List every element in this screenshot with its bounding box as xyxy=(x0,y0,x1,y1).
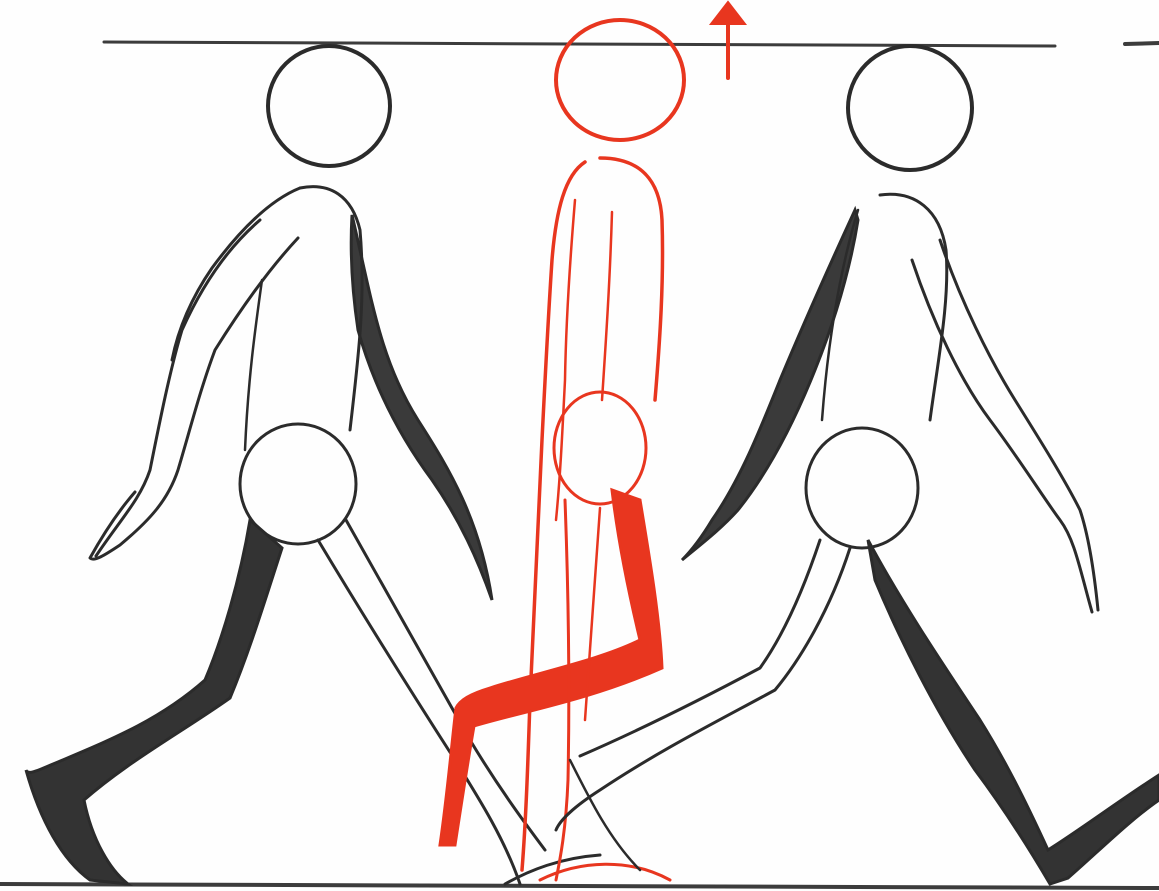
middle-figure-head xyxy=(556,20,684,140)
ground-line xyxy=(0,884,1159,888)
right-walking-figure xyxy=(556,46,1159,884)
right-figure-back-leg xyxy=(868,540,1159,884)
right-figure-head xyxy=(848,46,972,170)
left-figure-back-arm xyxy=(351,215,492,600)
right-figure-back-arm xyxy=(682,210,858,560)
left-walking-figure xyxy=(26,46,600,884)
left-figure-back-leg xyxy=(26,520,282,884)
arrow-up-icon xyxy=(711,2,745,78)
head-height-guide-line xyxy=(104,42,1159,46)
right-figure-hip xyxy=(806,428,918,548)
middle-figure-hip xyxy=(554,392,646,504)
left-figure-head xyxy=(268,46,390,166)
